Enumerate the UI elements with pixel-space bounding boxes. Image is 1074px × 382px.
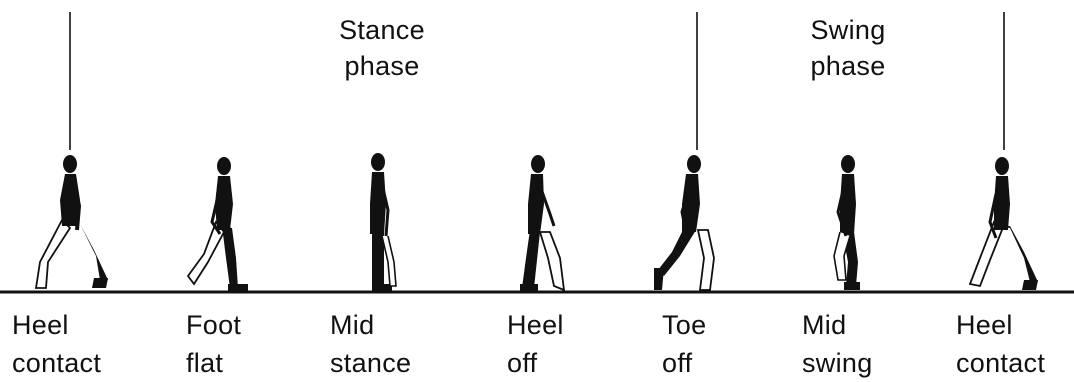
event-label-toe-off: Toe off — [662, 306, 706, 382]
walker-figure-toe-off — [654, 155, 714, 290]
event-label-heel-off: Heel off — [507, 306, 564, 382]
swing-phase-label: Swing phase — [788, 12, 908, 84]
walker-figure-heel-off — [520, 155, 564, 291]
walker-figure-heel-contact — [36, 155, 108, 288]
walker-figure-heel-contact-end — [970, 157, 1038, 290]
walker-figure-foot-flat — [188, 157, 248, 291]
event-label-mid-stance: Mid stance — [330, 306, 411, 382]
stance-phase-label: Stance phase — [322, 12, 442, 84]
event-label-heel-contact-end: Heel contact — [956, 306, 1045, 382]
event-label-mid-swing: Mid swing — [802, 306, 873, 382]
walker-figure-mid-swing — [834, 155, 860, 290]
event-label-foot-flat: Foot flat — [186, 306, 241, 382]
walker-figure-mid-stance — [370, 153, 396, 291]
event-label-heel-contact-start: Heel contact — [12, 306, 101, 382]
